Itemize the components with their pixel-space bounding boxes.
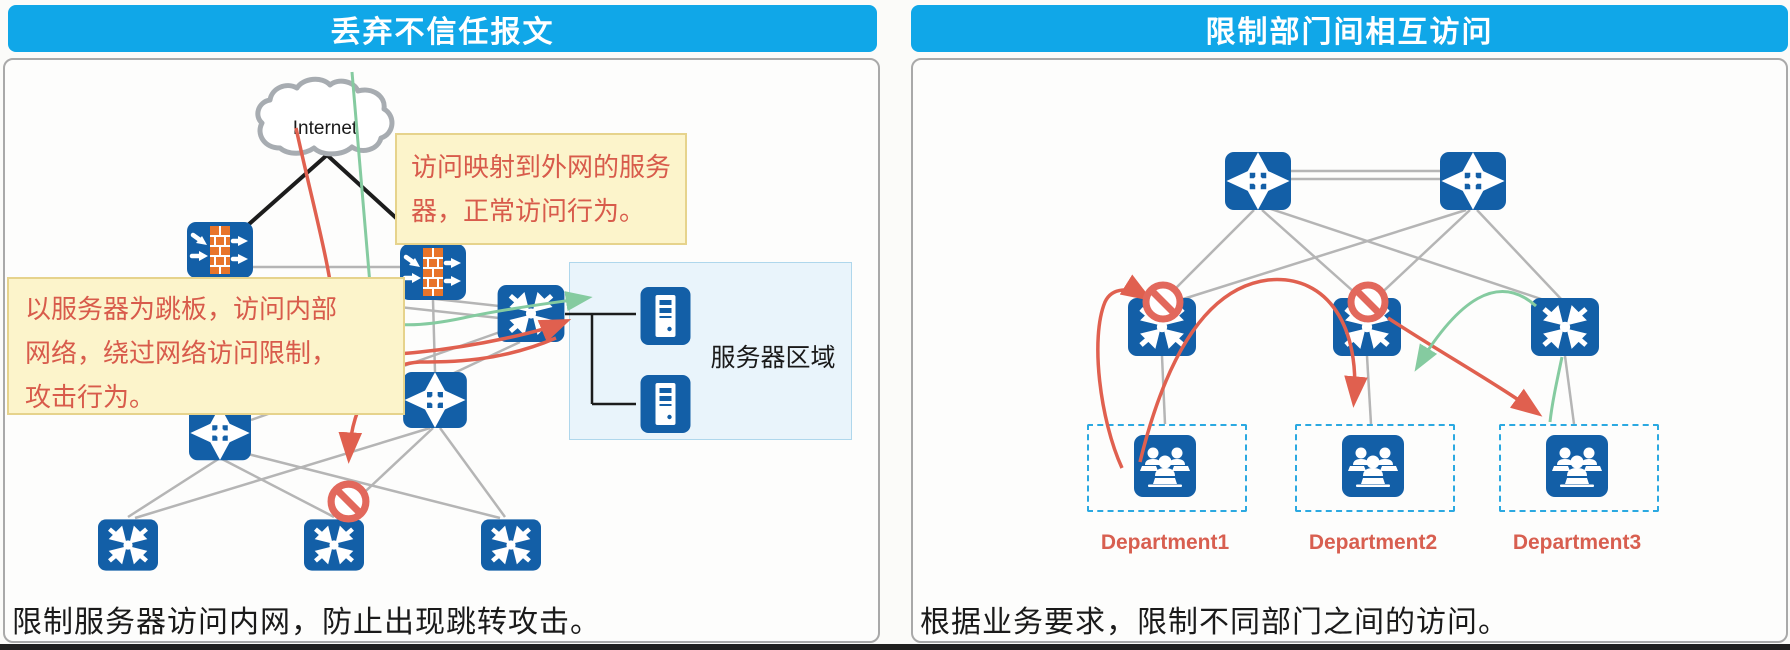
workgroup-icon [1342,435,1404,497]
bottom-strip [0,644,1790,650]
prohibited-icon [1141,280,1185,324]
workgroup-icon [1546,435,1608,497]
department2-label: Department2 [1308,531,1438,554]
left-panel-title: 丢弃不信任报文 [330,15,555,49]
callout-line: 访问映射到外网的服务 [411,152,672,182]
left-caption: 限制服务器访问内网，防止出现跳转攻击。 [12,606,601,639]
callout-line: 以服务器为跳板，访问内部 [25,294,338,324]
l3-switch-icon [1225,152,1291,210]
department1-label: Department1 [1100,531,1230,554]
attack-callout: 以服务器为跳板，访问内部 网络，绕过网络访问限制， 攻击行为。 [7,277,405,415]
l3-switch-icon [1440,152,1506,210]
lan-switch-icon [497,285,565,342]
callout-line: 器，正常访问行为。 [411,196,646,226]
right-panel-title: 限制部门间相互访问 [1205,15,1494,49]
lan-switch-icon [1531,298,1599,356]
right-caption: 根据业务要求，限制不同部门之间的访问。 [920,606,1509,639]
department3-box [1499,424,1659,512]
server-icon [636,375,695,433]
callout-line: 网络，绕过网络访问限制， [25,338,338,368]
department3-label: Department3 [1512,531,1642,554]
prohibited-icon [1346,280,1390,324]
server-icon [636,287,695,345]
internet-cloud-icon: Internet [250,74,400,164]
callout-line: 攻击行为。 [25,382,156,412]
left-panel-title-bar: 丢弃不信任报文 [8,5,877,52]
server-area-label: 服务器区域 [710,344,836,372]
lan-switch-icon [98,515,158,575]
department2-box [1295,424,1455,512]
right-panel-title-bar: 限制部门间相互访问 [911,5,1788,52]
normal-access-callout: 访问映射到外网的服务 器，正常访问行为。 [395,133,687,245]
prohibited-icon [326,479,371,524]
lan-switch-icon [481,515,541,575]
firewall-icon [187,222,253,278]
l3-switch-icon [403,372,467,428]
lan-switch-icon [304,515,364,575]
workgroup-icon [1134,435,1196,497]
firewall-icon [400,244,466,300]
server-area [569,262,852,440]
internet-label: Internet [292,118,358,139]
